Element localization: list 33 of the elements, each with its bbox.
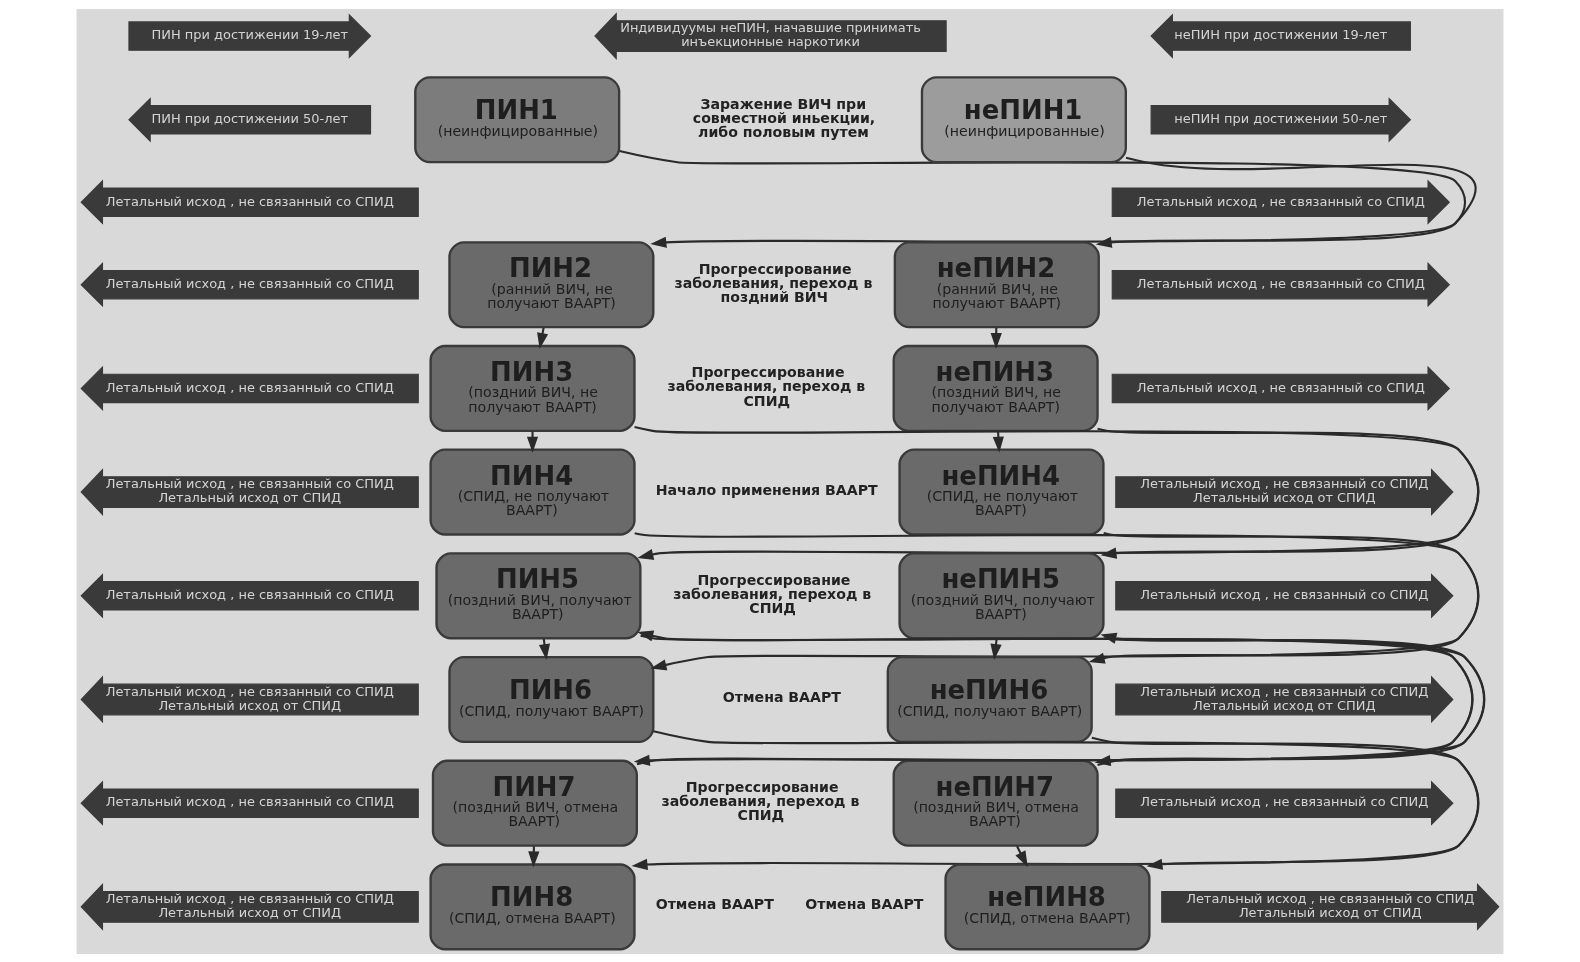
- arrow: [526, 430, 539, 453]
- label: Прогрессирование заболевания, переход в поздний ВИЧ: [674, 260, 873, 305]
- label: Заражение ВИЧ при совместной иньекции, либо половым путем: [692, 95, 876, 140]
- node-box: неПИН6 (СПИД, получают ВААРТ): [886, 655, 1093, 743]
- node-box: неПИН5 (поздний ВИЧ, получают ВААРТ): [898, 551, 1105, 639]
- node-box: ПИН2 (ранний ВИЧ, не получают ВААРТ): [448, 240, 655, 328]
- label: Отмена ВААРТ: [722, 688, 841, 705]
- node-box: неПИН2 (ранний ВИЧ, не получают ВААРТ): [893, 240, 1100, 328]
- node-box: неПИН3 (поздний ВИЧ, не получают ВААРТ): [892, 344, 1099, 432]
- node-box: ПИН3 (поздний ВИЧ, не получают ВААРТ): [429, 344, 636, 432]
- label: Начало применения ВААРТ: [655, 481, 878, 498]
- label: Прогрессирование заболевания, переход в СПИД: [673, 571, 872, 616]
- arrow: [619, 149, 1466, 248]
- label: Прогрессирование заболевания, переход в СПИД: [661, 778, 860, 823]
- arrow: [634, 425, 1480, 560]
- node-box: неПИН4 (СПИД, не получают ВААРТ): [898, 448, 1105, 536]
- node-box: ПИН7 (поздний ВИЧ, отмена ВААРТ): [431, 759, 638, 847]
- node-box: ПИН8 (СПИД, отмена ВААРТ): [429, 862, 636, 950]
- arrow: [1095, 156, 1476, 248]
- node-box: неПИН7 (поздний ВИЧ, отмена ВААРТ): [892, 759, 1099, 847]
- node-box: ПИН1 (неинфицированные): [414, 75, 621, 163]
- node-box: неПИН8 (СПИД, отмена ВААРТ): [944, 862, 1151, 950]
- node-box: неПИН1 (неинфицированные): [920, 75, 1127, 163]
- node-box: ПИН5 (поздний ВИЧ, получают ВААРТ): [435, 551, 642, 639]
- arrow: [1088, 531, 1479, 664]
- label: Отмена ВААРТ: [655, 895, 774, 912]
- label: Прогрессирование заболевания, переход в СПИД: [667, 363, 866, 409]
- arrow: [634, 531, 1480, 670]
- arrow: [992, 430, 1004, 453]
- node-box: ПИН4 (СПИД, не получают ВААРТ): [429, 448, 636, 536]
- label: Отмена ВААРТ: [805, 895, 924, 912]
- node-box: ПИН6 (СПИД, получают ВААРТ): [448, 655, 655, 743]
- arrow: [1097, 427, 1479, 559]
